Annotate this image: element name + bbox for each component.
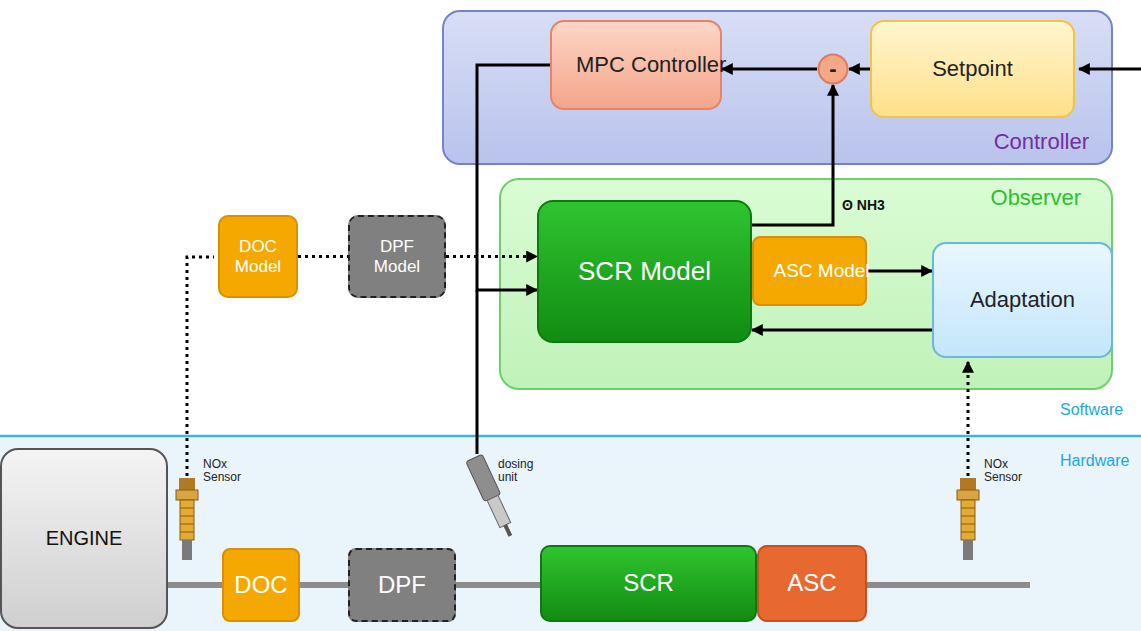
node-text: SCR Model (578, 257, 711, 286)
process-box: Adaptation (932, 242, 1113, 358)
divider-line (0, 435, 1141, 438)
band-title: Controller (994, 130, 1089, 155)
node-text: - (829, 57, 836, 82)
model-box: DPF Model (348, 215, 446, 298)
hardware-box: SCR (540, 545, 757, 622)
dosing-wire (476, 290, 479, 454)
exhaust-pipe (300, 582, 348, 588)
node-text: Adaptation (970, 288, 1075, 313)
node-text: ASC (787, 570, 836, 597)
signal-arrow (722, 68, 817, 71)
nox-sensor-icon (176, 478, 198, 560)
exhaust-pipe (456, 582, 540, 588)
node-text: DOC Model (227, 237, 289, 275)
part-label: dosing unit (498, 458, 544, 484)
signal-arrow (446, 255, 537, 258)
signal-arrow (298, 255, 348, 258)
hardware-box: DOC (222, 548, 300, 622)
layer-label: Hardware (1060, 452, 1129, 470)
band-title: Observer (991, 186, 1081, 211)
layer-label: Software (1060, 401, 1123, 419)
node-text: ENGINE (46, 527, 123, 549)
summing-junction: - (817, 53, 849, 85)
process-box: Setpoint (870, 20, 1075, 118)
process-box: MPC Controller (550, 20, 722, 110)
model-box: ASC Model (752, 236, 867, 306)
sensor-label: NOx Sensor (984, 458, 1026, 484)
nox-sensor-icon (957, 478, 979, 560)
controller-band: Controller MPC Controller - Setpoint (442, 10, 1113, 165)
exhaust-pipe (867, 582, 1030, 588)
sensor-signal (187, 257, 214, 476)
engine-box: ENGINE (0, 448, 168, 629)
node-text: SCR (623, 570, 674, 597)
exhaust-pipe (168, 582, 222, 588)
model-box: SCR Model (537, 200, 752, 343)
node-text: MPC Controller (576, 53, 696, 78)
node-text: DPF Model (366, 237, 428, 275)
setpoint-input (1079, 68, 1141, 71)
hardware-ground (0, 436, 1141, 631)
signal-arrow (752, 329, 932, 332)
model-box: DOC Model (218, 215, 298, 298)
signal-arrow (867, 270, 932, 273)
signal-label: ʘ NH3 (842, 198, 885, 213)
node-text: Setpoint (932, 57, 1013, 82)
node-text: DOC (234, 572, 287, 599)
sensor-label: NOx Sensor (203, 458, 245, 484)
hardware-box: DPF (348, 548, 456, 622)
signal-arrow (849, 68, 870, 71)
node-text: DPF (378, 572, 426, 599)
observer-band: ObserverSCR Model ASC ModelAdaptation (499, 178, 1113, 390)
hardware-box: ASC (757, 545, 867, 622)
node-text: ASC Model (774, 260, 846, 281)
